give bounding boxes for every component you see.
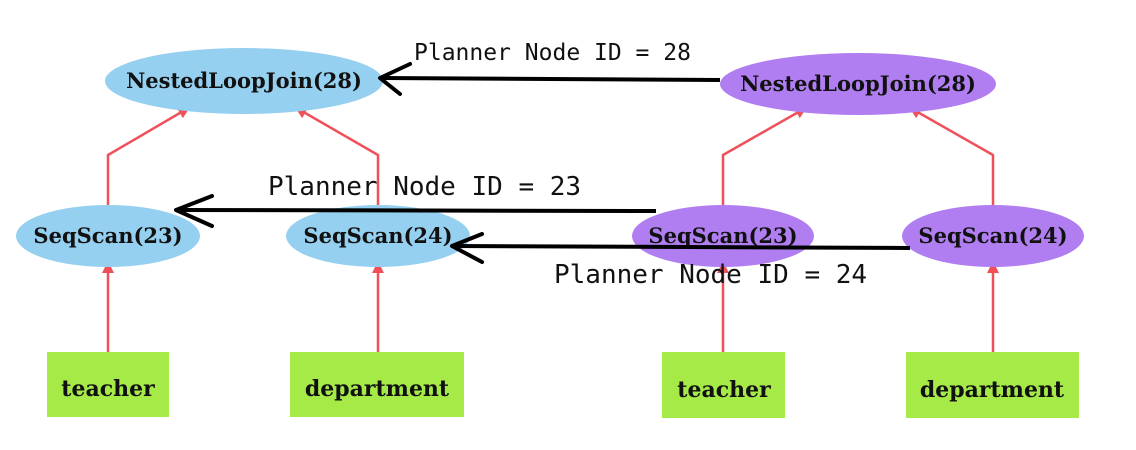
left-table-teacher-label: teacher [61,376,155,402]
right-join-node: NestedLoopJoin(28) [720,53,996,115]
mapping-scan-24-arrowhead [450,232,484,264]
right-seqscan-24-node: SeqScan(24) [902,205,1084,267]
right-seqscan-23-node: SeqScan(23) [632,205,814,267]
right-seqscan-23-label: SeqScan(23) [648,223,797,248]
mapping-scan-23: Planner Node ID = 23 [174,172,657,228]
left-seqscan-24-label: SeqScan(24) [303,223,452,248]
left-seqscan-24-node: SeqScan(24) [286,205,470,267]
left-seqscan-23-node: SeqScan(23) [16,205,200,267]
mapping-scan-23-arrow-line [175,208,657,213]
mapping-join-label: Planner Node ID = 28 [414,40,691,66]
edge-left-scan23-to-join [106,106,191,205]
right-seqscan-24-label: SeqScan(24) [918,223,1067,248]
mapping-scan-23-arrowhead [174,194,214,228]
left-join-node: NestedLoopJoin(28) [105,48,383,114]
left-plan: NestedLoopJoin(28) SeqScan(23) SeqScan(2… [16,48,470,417]
right-table-department-label: department [920,377,1065,403]
right-join-label: NestedLoopJoin(28) [740,71,976,96]
right-table-teacher-label: teacher [677,377,771,403]
mapping-scan-23-label: Planner Node ID = 23 [268,172,581,202]
mapping-scan-24: Planner Node ID = 24 [450,232,911,290]
left-table-department-label: department [305,376,450,402]
right-table-department: department [906,352,1079,418]
left-join-label: NestedLoopJoin(28) [126,68,362,93]
edge-left-scan24-to-join [294,107,380,205]
edge-right-scan23-to-join [721,107,808,205]
left-table-department: department [290,352,464,417]
mapping-join-arrowhead [378,62,412,96]
mapping-scan-24-label: Planner Node ID = 24 [554,260,867,290]
mapping-join-arrow-line [379,76,721,82]
mapping-join: Planner Node ID = 28 [378,40,721,96]
edge-right-scan24-to-join [908,107,995,205]
left-table-teacher: teacher [47,352,169,417]
mapping-scan-24-arrow-line [451,244,911,250]
left-seqscan-23-label: SeqScan(23) [33,223,182,248]
right-plan: NestedLoopJoin(28) SeqScan(23) SeqScan(2… [632,53,1084,418]
right-table-teacher: teacher [662,352,785,418]
